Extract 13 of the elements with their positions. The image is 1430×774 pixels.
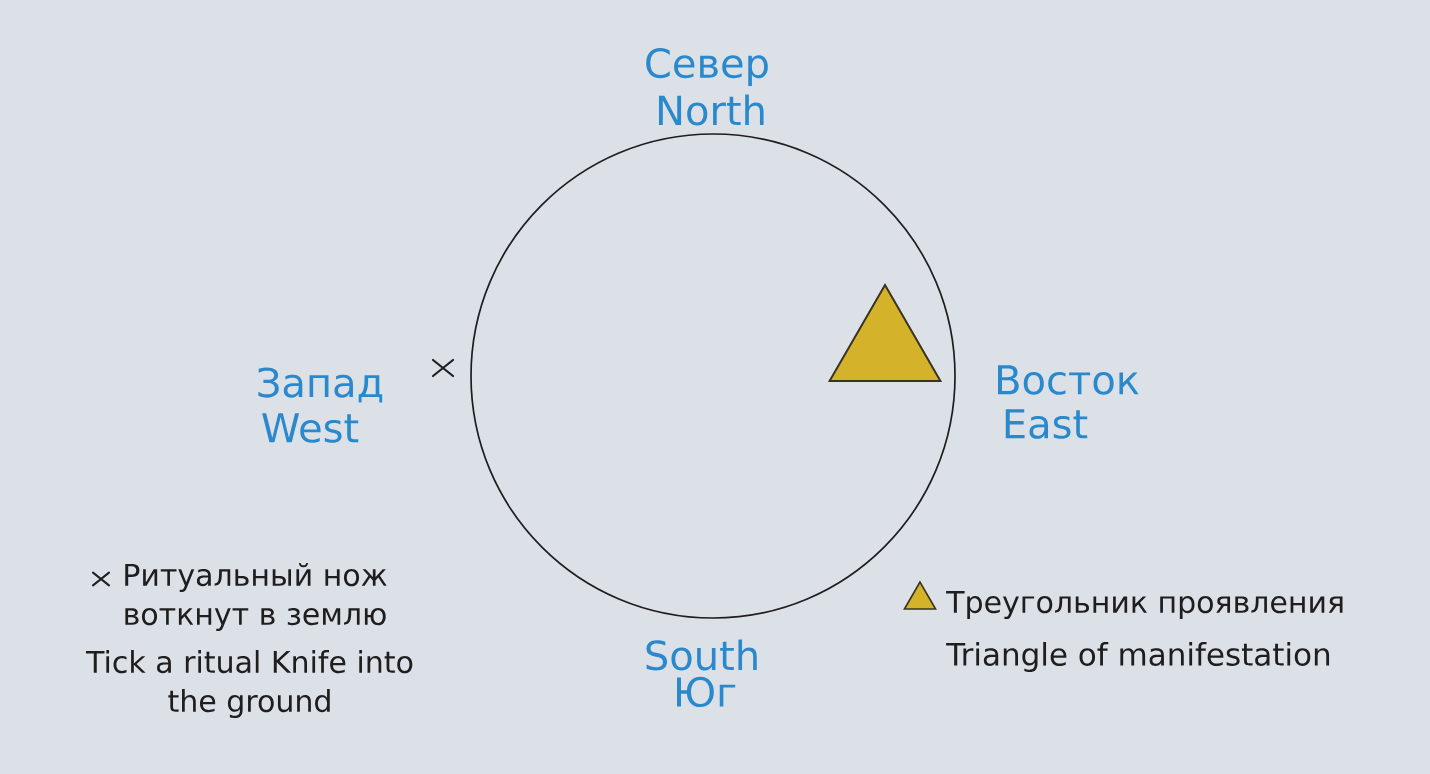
legend-text: Ритуальный нож воткнут в землю bbox=[125, 563, 387, 631]
direction-label: South bbox=[646, 639, 757, 671]
direction-label: North bbox=[659, 94, 764, 126]
direction-label: East bbox=[1005, 409, 1088, 439]
direction-label: Север bbox=[646, 48, 768, 86]
cross-mark bbox=[431, 358, 455, 378]
legend-text: Tick a ritual Knife into the ground bbox=[86, 650, 413, 718]
direction-label: West bbox=[262, 413, 359, 443]
direction-label: Юг bbox=[677, 676, 736, 708]
direction-label: Запад bbox=[258, 367, 383, 403]
legend-text: Треугольник проявления bbox=[946, 590, 1343, 620]
direction-label: Восток bbox=[998, 365, 1139, 395]
legend-text: Triangle of manifestation bbox=[946, 642, 1330, 672]
